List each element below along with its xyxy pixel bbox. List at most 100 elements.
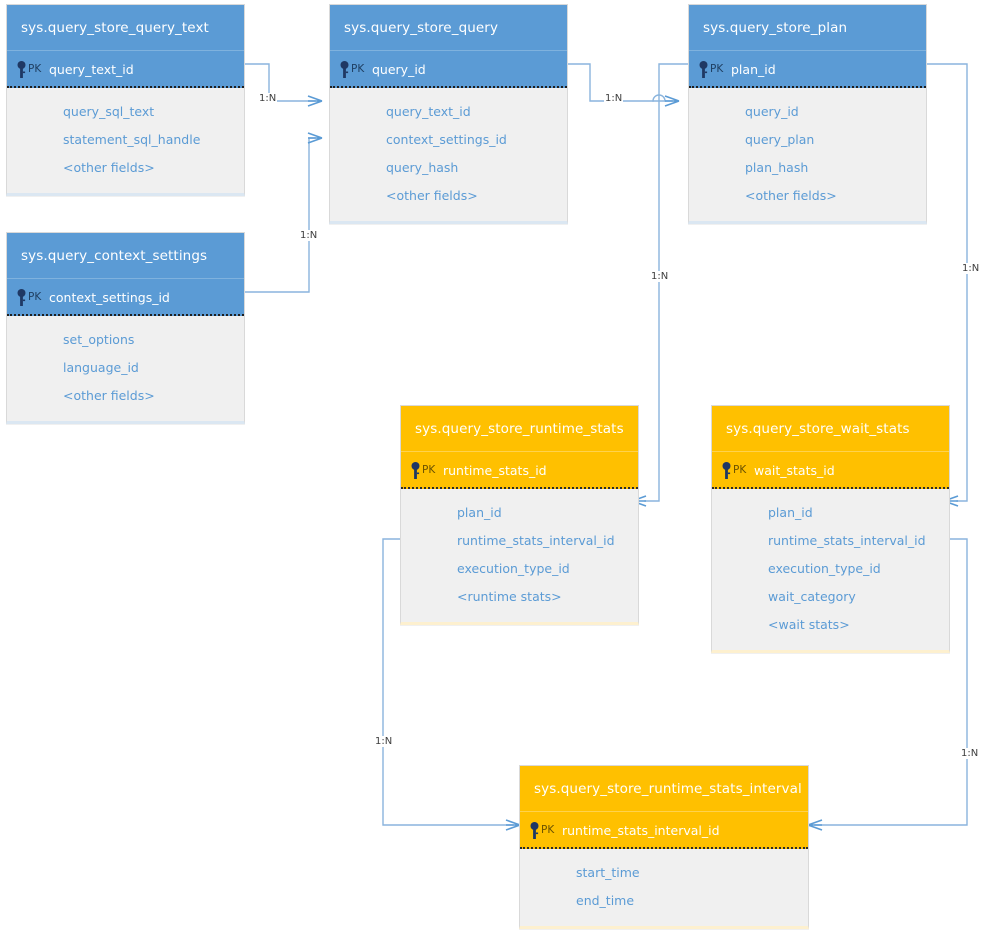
- entity-field[interactable]: wait_category: [768, 588, 856, 604]
- entity-pk-row-query[interactable]: PK query_id: [330, 51, 567, 88]
- entity-title: sys.query_store_query: [344, 19, 499, 36]
- entity-title: sys.query_store_runtime_stats: [415, 420, 624, 437]
- crowfoot-context-settings-id: [307, 132, 323, 144]
- entity-field[interactable]: runtime_stats_interval_id: [457, 532, 615, 548]
- entity-pk-row-runtime_stats[interactable]: PK runtime_stats_id: [401, 452, 638, 489]
- primary-key-icon: [17, 289, 26, 306]
- pk-column-name: runtime_stats_interval_id: [562, 823, 720, 838]
- entity-field[interactable]: set_options: [63, 331, 135, 347]
- entity-pk-row-plan[interactable]: PK plan_id: [689, 51, 926, 88]
- pk-column-name: context_settings_id: [49, 290, 170, 305]
- edge-plan-to-runtime-stats: [644, 63, 689, 502]
- pk-badge: PK: [7, 61, 49, 78]
- entity-fields-wait_stats: plan_id runtime_stats_interval_id executio…: [712, 489, 949, 650]
- pk-column-name: query_text_id: [49, 62, 134, 77]
- pk-badge: PK: [689, 61, 731, 78]
- entity-field[interactable]: language_id: [63, 359, 139, 375]
- pk-badge: PK: [401, 462, 443, 479]
- pk-label: PK: [28, 63, 42, 76]
- entity-field[interactable]: start_time: [576, 864, 640, 880]
- pk-column-name: query_id: [372, 62, 426, 77]
- entity-field[interactable]: end_time: [576, 892, 635, 908]
- primary-key-icon: [17, 61, 26, 78]
- primary-key-icon: [530, 822, 539, 839]
- entity-field[interactable]: plan_id: [768, 504, 813, 520]
- entity-field[interactable]: <runtime stats>: [457, 588, 562, 604]
- pk-badge: PK: [7, 289, 49, 306]
- pk-label: PK: [351, 63, 365, 76]
- entity-header-query: sys.query_store_query: [330, 5, 567, 51]
- pk-label: PK: [422, 464, 436, 477]
- entity-fields-runtime_stats: plan_id runtime_stats_interval_id executio…: [401, 489, 638, 622]
- entity-field[interactable]: <wait stats>: [768, 616, 850, 632]
- entity-field[interactable]: <other fields>: [63, 159, 155, 175]
- entity-field[interactable]: query_text_id: [386, 103, 471, 119]
- pk-column-name: plan_id: [731, 62, 776, 77]
- crowfoot-interval-left: [505, 819, 521, 831]
- pk-label: PK: [541, 824, 555, 837]
- entity-field[interactable]: context_settings_id: [386, 131, 507, 147]
- pk-badge: PK: [520, 822, 562, 839]
- entity-title: sys.query_store_runtime_stats_interval: [534, 780, 802, 797]
- entity-fields-plan: query_id query_plan plan_hash <other fields…: [689, 88, 926, 221]
- entity-fields-query: query_text_id context_settings_id query_ha…: [330, 88, 567, 221]
- pk-badge: PK: [330, 61, 372, 78]
- entity-title: sys.query_store_query_text: [21, 19, 209, 36]
- edge-line-hop: [652, 94, 666, 102]
- pk-label: PK: [28, 291, 42, 304]
- entity-pk-row-query_text[interactable]: PK query_text_id: [7, 51, 244, 88]
- entity-field[interactable]: <other fields>: [745, 187, 837, 203]
- entity-field[interactable]: plan_hash: [745, 159, 809, 175]
- entity-field[interactable]: plan_id: [457, 504, 502, 520]
- entity-field[interactable]: execution_type_id: [768, 560, 881, 576]
- crowfoot-interval-right: [807, 819, 823, 831]
- entity-field[interactable]: query_sql_text: [63, 103, 155, 119]
- crowfoot-query-text-id: [307, 95, 323, 107]
- entity-field[interactable]: query_hash: [386, 159, 459, 175]
- primary-key-icon: [699, 61, 708, 78]
- pk-label: PK: [710, 63, 724, 76]
- entity-field[interactable]: runtime_stats_interval_id: [768, 532, 926, 548]
- primary-key-icon: [411, 462, 420, 479]
- entity-field[interactable]: query_id: [745, 103, 799, 119]
- entity-title: sys.query_store_wait_stats: [726, 420, 910, 437]
- entity-field[interactable]: <other fields>: [63, 387, 155, 403]
- cardinality-label-rel-plan-to-wait-stats: 1:N: [961, 263, 981, 274]
- entity-fields-context_settings: set_options language_id <other fields>: [7, 316, 244, 421]
- pk-badge: PK: [712, 462, 754, 479]
- entity-fields-query_text: query_sql_text statement_sql_handle <other…: [7, 88, 244, 193]
- entity-field[interactable]: statement_sql_handle: [63, 131, 201, 147]
- cardinality-label-rel-query-to-plan: 1:N: [604, 93, 624, 104]
- entity-header-context_settings: sys.query_context_settings: [7, 233, 244, 279]
- cardinality-label-rel-interval-to-runtime-stats: 1:N: [374, 736, 394, 747]
- primary-key-icon: [722, 462, 731, 479]
- entity-field[interactable]: query_plan: [745, 131, 815, 147]
- entity-fields-interval: start_time end_time: [520, 849, 808, 926]
- entity-field[interactable]: execution_type_id: [457, 560, 570, 576]
- crowfoot-query-id: [664, 95, 680, 107]
- entity-pk-row-context_settings[interactable]: PK context_settings_id: [7, 279, 244, 316]
- entity-header-plan: sys.query_store_plan: [689, 5, 926, 51]
- pk-column-name: runtime_stats_id: [443, 463, 547, 478]
- entity-pk-row-interval[interactable]: PK runtime_stats_interval_id: [520, 812, 808, 849]
- edge-context-settings-to-query: [244, 137, 316, 293]
- entity-header-interval: sys.query_store_runtime_stats_interval: [520, 766, 808, 812]
- edge-query-text-to-query: [244, 63, 316, 102]
- entity-header-wait_stats: sys.query_store_wait_stats: [712, 406, 949, 452]
- entity-field[interactable]: <other fields>: [386, 187, 478, 203]
- cardinality-label-rel-query-text-to-query: 1:N: [258, 93, 278, 104]
- pk-label: PK: [733, 464, 747, 477]
- cardinality-label-rel-context-settings-to-query: 1:N: [299, 230, 319, 241]
- entity-header-runtime_stats: sys.query_store_runtime_stats: [401, 406, 638, 452]
- entity-header-query_text: sys.query_store_query_text: [7, 5, 244, 51]
- cardinality-label-rel-interval-to-wait-stats: 1:N: [960, 748, 980, 759]
